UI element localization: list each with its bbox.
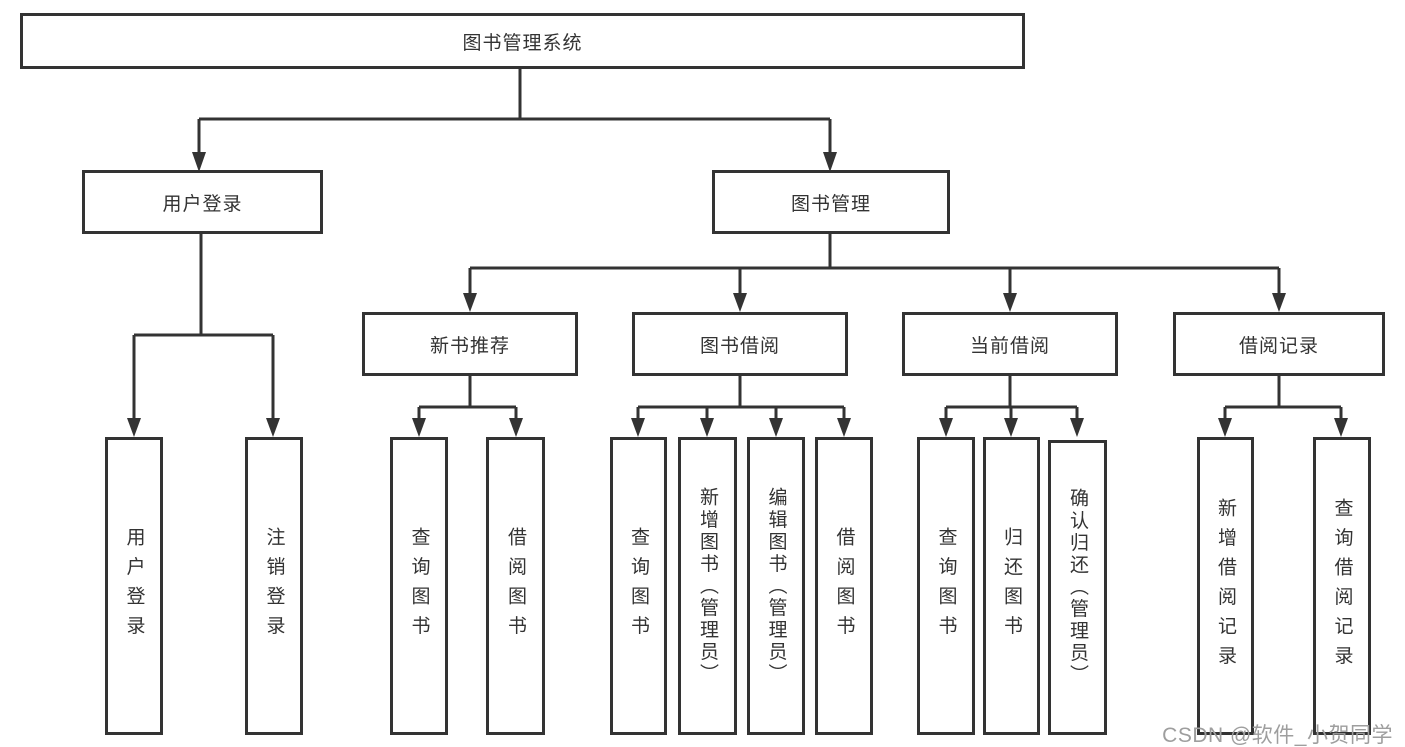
leaf-user-login: 用户登录 — [105, 437, 163, 735]
leaf-label: 查询图书 — [408, 527, 430, 645]
leaf-label: 新增借阅记录 — [1215, 497, 1236, 675]
leaf-label: 查询借阅记录 — [1331, 497, 1353, 675]
watermark: CSDN @软件_小贺同学 — [1162, 724, 1393, 747]
node-borrowing-records: 借阅记录 — [1173, 312, 1385, 376]
leaf-query-books-recommend: 查询图书 — [390, 437, 448, 735]
leaf-query-borrow-record: 查询借阅记录 — [1313, 437, 1371, 735]
leaf-label: 用户登录 — [123, 527, 145, 645]
node-label: 图书管理系统 — [462, 32, 583, 54]
node-book-management: 图书管理 — [712, 170, 950, 234]
leaf-label: 注销登录 — [263, 527, 285, 645]
node-label: 图书借阅 — [699, 335, 780, 357]
leaf-label: 借阅图书 — [833, 527, 855, 645]
leaf-label: 借阅图书 — [505, 527, 526, 645]
node-label: 借阅记录 — [1238, 335, 1319, 357]
node-label: 图书管理 — [790, 193, 871, 215]
leaf-confirm-return-admin: 确认归还（管理员） — [1048, 440, 1107, 735]
node-new-book-recommendation: 新书推荐 — [362, 312, 578, 376]
leaf-label: 编辑图书（管理员） — [765, 486, 787, 686]
leaf-label: 查询图书 — [935, 527, 957, 645]
leaf-label: 归还图书 — [1001, 527, 1022, 645]
node-current-borrowing: 当前借阅 — [902, 312, 1118, 376]
node-book-borrowing: 图书借阅 — [632, 312, 848, 376]
leaf-label: 查询图书 — [628, 527, 649, 645]
leaf-query-books-borrowing: 查询图书 — [610, 437, 667, 735]
leaf-label: 新增图书（管理员） — [697, 486, 718, 686]
node-label: 用户登录 — [162, 193, 243, 215]
leaf-add-books-admin: 新增图书（管理员） — [678, 437, 737, 735]
node-label: 新书推荐 — [429, 335, 510, 357]
leaf-add-borrow-record: 新增借阅记录 — [1197, 437, 1254, 735]
leaf-borrow-books-borrowing: 借阅图书 — [815, 437, 873, 735]
leaf-label: 确认归还（管理员） — [1067, 488, 1088, 687]
leaf-logout: 注销登录 — [245, 437, 303, 735]
leaf-query-books-current: 查询图书 — [917, 437, 975, 735]
leaf-edit-books-admin: 编辑图书（管理员） — [747, 437, 805, 735]
leaf-return-books: 归还图书 — [983, 437, 1040, 735]
node-library-management-system: 图书管理系统 — [20, 13, 1025, 69]
node-label: 当前借阅 — [969, 335, 1050, 357]
node-user-login: 用户登录 — [82, 170, 323, 234]
leaf-borrow-books-recommend: 借阅图书 — [486, 437, 545, 735]
